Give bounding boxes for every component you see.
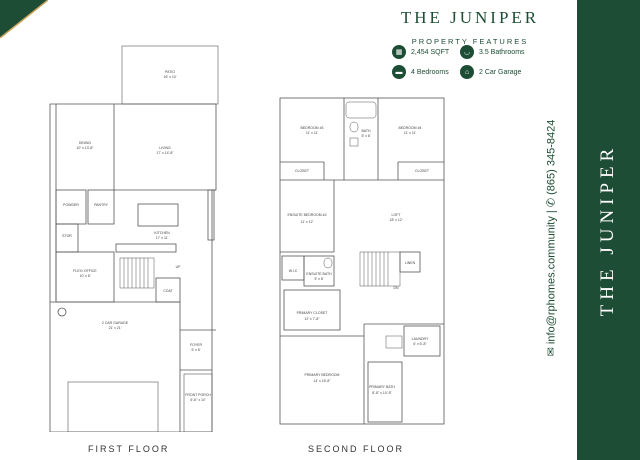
garage-label: 2 CAR GARAGE <box>102 321 129 325</box>
feature-garage-text: 2 Car Garage <box>479 68 522 76</box>
living-label: LIVING <box>159 146 171 150</box>
flex-office-dimensions: 10' x 8' <box>80 274 91 278</box>
loft-label: LOFT <box>392 213 402 217</box>
phone-link[interactable]: (865) 345-8424 <box>545 119 558 195</box>
bed-icon: ▬ <box>392 65 406 79</box>
second-floor-label: SECOND FLOOR <box>308 444 405 454</box>
closet-label-left: CLOSET <box>295 169 310 173</box>
garage-dimensions: 21' x 21' <box>109 326 122 330</box>
primary-closet-label: PRIMARY CLOSET <box>297 311 329 315</box>
dining-dimensions: 10' x 13'-8" <box>76 146 94 150</box>
kitchen-label: KITCHEN <box>154 231 170 235</box>
side-panel: THE JUNIPER <box>577 0 640 460</box>
primary-bath-label: PRIMARY BATH <box>369 385 395 389</box>
first-floor-label: FIRST FLOOR <box>88 444 170 454</box>
garage-icon: ⌂ <box>460 65 474 79</box>
powder-label: POWDER <box>63 203 79 207</box>
bath-dimensions: 5' x 8' <box>362 134 371 138</box>
corner-accent <box>0 0 48 38</box>
square-footage-icon: ▦ <box>392 45 406 59</box>
front-porch-dimensions: 6'-6" x 10' <box>190 398 206 402</box>
ensuite-bath-label: ENSUITE BATH <box>306 272 332 276</box>
ensuite-bedroom-dimensions: 11' x 12' <box>301 220 314 224</box>
bedroom-4-label: BEDROOM #4 <box>399 126 422 130</box>
coat-closet-label: COAT <box>163 289 173 293</box>
phone-icon: ✆ <box>545 197 558 208</box>
contact-rotated: ✉ info@rphomes.community | ✆ (865) 345-8… <box>545 120 558 357</box>
bedroom-3-label: BEDROOM #3 <box>301 126 324 130</box>
feature-sqft-text: 2,454 SQFT <box>411 48 450 56</box>
ensuite-bedroom-label: ENSUITE BEDROOM #2 <box>287 213 326 217</box>
kitchen-dimensions: 17' x 11' <box>156 236 169 240</box>
laundry-label: LAUNDRY <box>412 337 429 341</box>
second-floor-plan: BEDROOM #3 11' x 11' BATH 5' x 8' BEDROO… <box>279 97 445 425</box>
bedroom-3-dimensions: 11' x 11' <box>306 131 319 135</box>
feature-beds-text: 4 Bedrooms <box>411 68 449 76</box>
pantry-label: PANTRY <box>94 203 109 207</box>
closet-label-right: CLOSET <box>415 169 430 173</box>
laundry-dimensions: 6' x 6'-8" <box>413 342 427 346</box>
feature-baths: ◡ 3.5 Bathrooms <box>460 45 525 59</box>
dining-label: DINING <box>79 141 92 145</box>
page-title: THE JUNIPER <box>400 8 540 27</box>
header: THE JUNIPER PROPERTY FEATURES <box>372 4 568 46</box>
foyer-dimensions: 6' x 6' <box>192 348 201 352</box>
features-heading: PROPERTY FEATURES <box>411 37 529 46</box>
linen-label: LINEN <box>405 261 416 265</box>
primary-bedroom-dimensions: 14' x 15'-8" <box>313 379 331 383</box>
wic-label: W.I.C <box>289 269 298 273</box>
bath-label: BATH <box>361 129 371 133</box>
foyer-label: FOYER <box>190 343 203 347</box>
front-porch-label: FRONT PORCH <box>185 393 211 397</box>
side-panel-title: THE JUNIPER <box>597 143 618 317</box>
email-link[interactable]: info@rphomes.community <box>545 216 558 345</box>
feature-beds: ▬ 4 Bedrooms <box>392 65 449 79</box>
email-icon: ✉ <box>545 347 558 357</box>
stairs-up-label: UP <box>176 265 182 269</box>
patio-dimensions: 16' x 10' <box>164 75 177 79</box>
storage-label: STOR <box>62 234 72 238</box>
ensuite-bath-dimensions: 5' x 8' <box>315 277 324 281</box>
feature-sqft: ▦ 2,454 SQFT <box>392 45 449 59</box>
first-floor-plan: PATIO 16' x 10' DINING 10' x 13'-8" LIVI… <box>49 45 219 432</box>
contact-info: ✉ info@rphomes.community | ✆ (865) 345-8… <box>540 98 562 378</box>
contact-separator: | <box>545 210 558 214</box>
bedroom-4-dimensions: 11' x 11' <box>404 131 417 135</box>
primary-closet-dimensions: 12' x 7'-8" <box>304 317 320 321</box>
living-dimensions: 17' x 14'-8" <box>156 151 174 155</box>
loft-dimensions: 18' x 12' <box>390 218 403 222</box>
patio-label: PATIO <box>165 70 175 74</box>
flex-office-label: FLEX/ OFFICE <box>73 269 97 273</box>
stairs-down-label: DN <box>393 286 399 290</box>
primary-bath-dimensions: 8'-8" x 10'-8" <box>372 391 392 395</box>
primary-bedroom-label: PRIMARY BEDROOM <box>305 373 340 377</box>
feature-baths-text: 3.5 Bathrooms <box>479 48 525 56</box>
bathtub-icon: ◡ <box>460 45 474 59</box>
feature-garage: ⌂ 2 Car Garage <box>460 65 521 79</box>
